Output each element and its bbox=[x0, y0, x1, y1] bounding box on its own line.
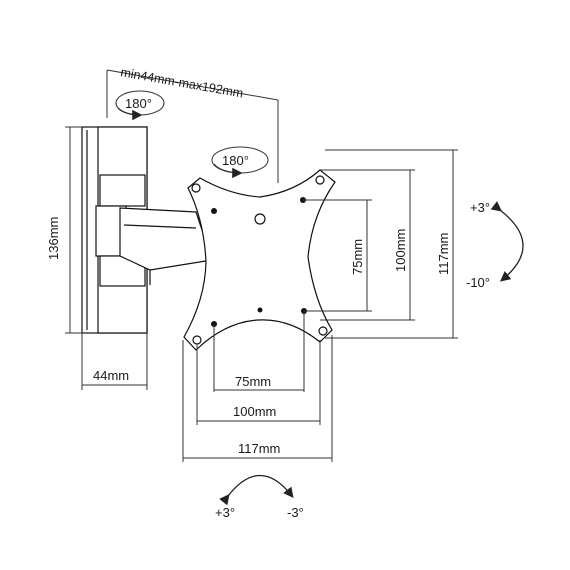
tilt-up-label: +3° bbox=[470, 200, 490, 215]
vesa-h-117-label: 117mm bbox=[238, 441, 280, 456]
vesa-plate bbox=[183, 169, 336, 351]
vesa-h-100-label: 100mm bbox=[233, 404, 276, 419]
vesa-v-100-label: 100mm bbox=[393, 229, 408, 272]
swivel-arm bbox=[119, 207, 213, 285]
wall-plate-height-label: 136mm bbox=[46, 217, 61, 260]
tilt-indicator: +3° -10° bbox=[466, 200, 524, 290]
swivel-arm-indicator: 180° bbox=[211, 146, 269, 179]
swivel-wall-indicator: 180° bbox=[115, 90, 165, 121]
vesa-v-117-label: 117mm bbox=[436, 233, 451, 275]
swivel-wall-label: 180° bbox=[125, 96, 152, 111]
vesa-h-75-label: 75mm bbox=[235, 374, 271, 389]
rotation-indicator: +3° -3° bbox=[215, 474, 304, 520]
rotate-left-label: +3° bbox=[215, 505, 235, 520]
wall-plate-depth-label: 44mm bbox=[93, 368, 129, 383]
vesa-v-75-label: 75mm bbox=[350, 239, 365, 275]
swivel-arm-label: 180° bbox=[222, 153, 249, 168]
vesa-vertical-dimensions: 75mm 100mm 117mm bbox=[303, 149, 458, 339]
tilt-down-label: -10° bbox=[466, 275, 490, 290]
depth-dimension: 44mm bbox=[81, 333, 148, 390]
height-dimension: 136mm bbox=[46, 126, 82, 334]
rotate-right-label: -3° bbox=[287, 505, 304, 520]
vesa-horizontal-dimensions: 75mm 100mm 117mm bbox=[182, 311, 333, 462]
